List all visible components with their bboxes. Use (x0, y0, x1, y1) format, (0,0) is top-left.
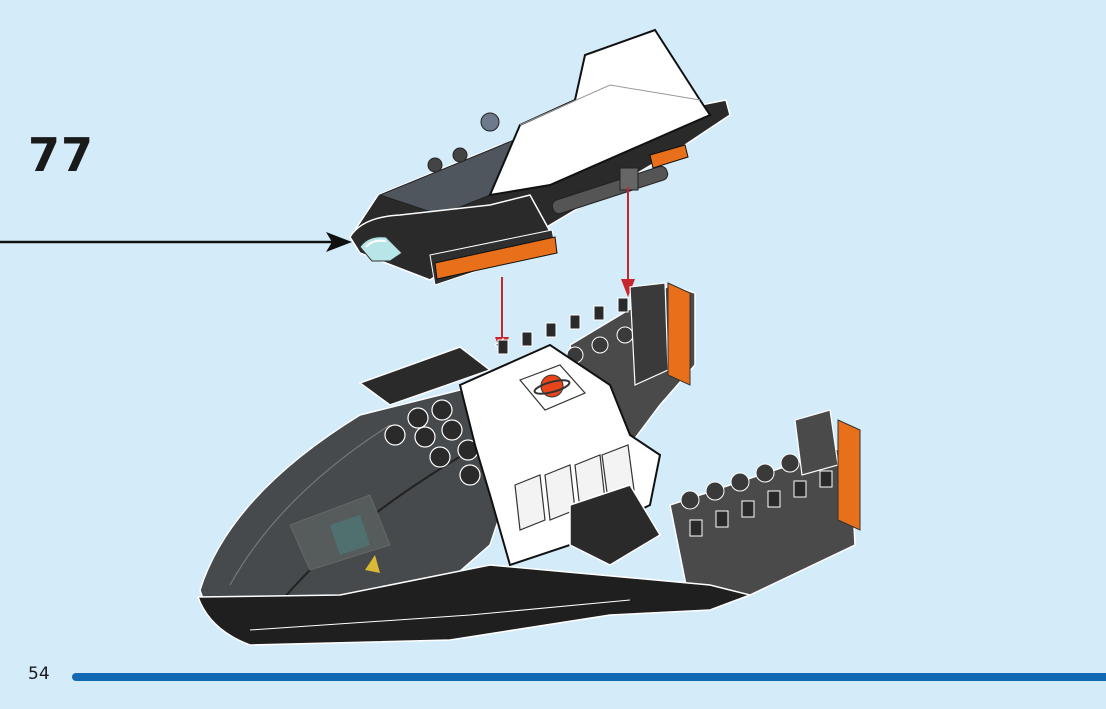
step-number: 77 (28, 128, 94, 182)
page-footer-rule (72, 673, 1106, 681)
model-illustration (190, 25, 890, 655)
page-number: 54 (28, 664, 50, 684)
main-hull (198, 283, 860, 645)
sub-assembly-canopy-roof (350, 30, 730, 285)
